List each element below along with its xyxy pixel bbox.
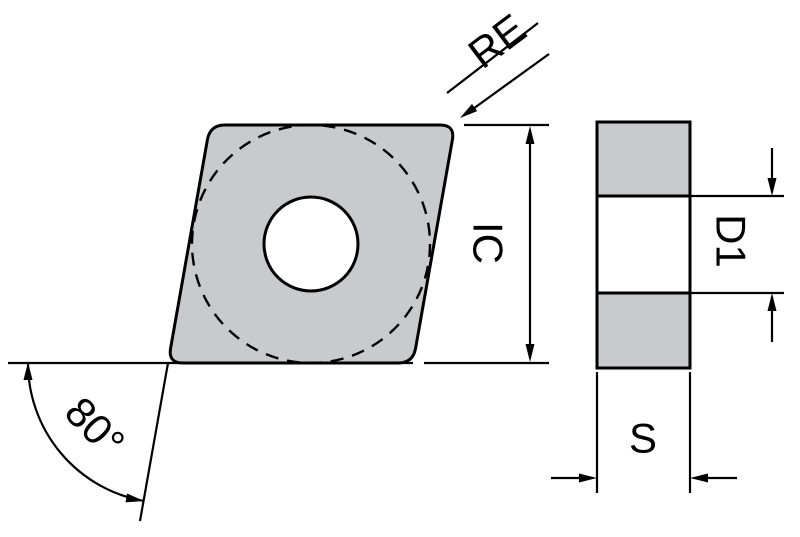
angle-leg-extension-line [138,362,170,522]
inscribed-circle-dashed [190,123,432,365]
side-view-bottom-band [595,291,692,370]
side-view-top-band [595,120,692,198]
ic-arrowhead-bottom-icon [525,344,535,362]
re-label-underline [446,22,539,94]
s-label: S [629,415,657,462]
re-label: RE [460,5,535,78]
d1-arrowhead-top-icon [767,178,777,196]
angle-label: 80° [56,388,134,466]
center-hole [262,195,360,293]
re-leader-line [465,53,550,115]
s-arrowhead-left-icon [579,473,597,483]
re-arrowhead-icon [460,103,478,118]
ic-label: IC [465,222,512,264]
s-arrowhead-right-icon [690,473,708,483]
angle-arrowhead-top-icon [23,362,33,380]
angle-arrowhead-bottom-icon [125,493,144,503]
d1-arrowhead-bottom-icon [767,293,777,311]
d1-label: D1 [708,214,755,268]
ic-arrowhead-top-icon [525,126,535,144]
angle-arc [26,362,144,502]
